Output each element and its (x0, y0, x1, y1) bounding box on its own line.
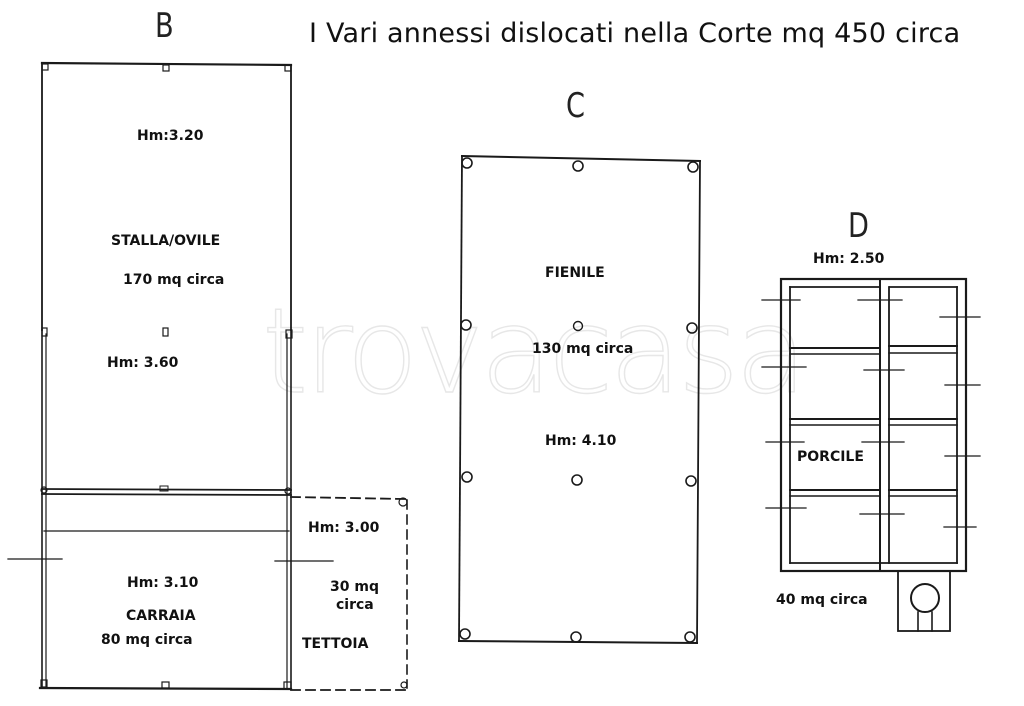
porcile-area: 40 mq circa (776, 592, 868, 608)
building-b-carraia-walls (7, 558, 334, 691)
building-d-openings (761, 299, 981, 528)
carraia-area: 80 mq circa (101, 632, 193, 648)
stalla-area: 170 mq circa (123, 272, 225, 288)
stalla-name: STALLA/OVILE (111, 233, 221, 249)
building-d-walls (779, 277, 968, 632)
tettoia-height: Hm: 3.00 (308, 520, 380, 536)
tettoia-name: TETTOIA (302, 636, 369, 652)
building-b-tettoia-dashed-outline (290, 496, 408, 691)
building-b-label: B (155, 6, 174, 46)
stalla-height-bottom: Hm: 3.60 (107, 355, 179, 371)
building-c-label: C (566, 86, 585, 126)
tettoia-area-line1: 30 mq (330, 579, 379, 595)
carraia-height: Hm: 3.10 (127, 575, 199, 591)
fienile-area: 130 mq circa (532, 341, 634, 357)
plan-title: I Vari annessi dislocati nella Corte mq … (309, 18, 961, 49)
building-d-label: D (848, 206, 869, 246)
building-b-divider-wall (40, 485, 292, 532)
porcile-name: PORCILE (797, 449, 864, 465)
tettoia-area-line2: circa (336, 597, 374, 613)
carraia-name: CARRAIA (126, 608, 196, 624)
building-c-walls (457, 154, 702, 645)
building-b-stalla-walls (40, 61, 293, 689)
fienile-name: FIENILE (545, 265, 605, 281)
porcile-height: Hm: 2.50 (813, 251, 885, 267)
stalla-height-top: Hm:3.20 (137, 128, 204, 144)
fienile-height: Hm: 4.10 (545, 433, 617, 449)
